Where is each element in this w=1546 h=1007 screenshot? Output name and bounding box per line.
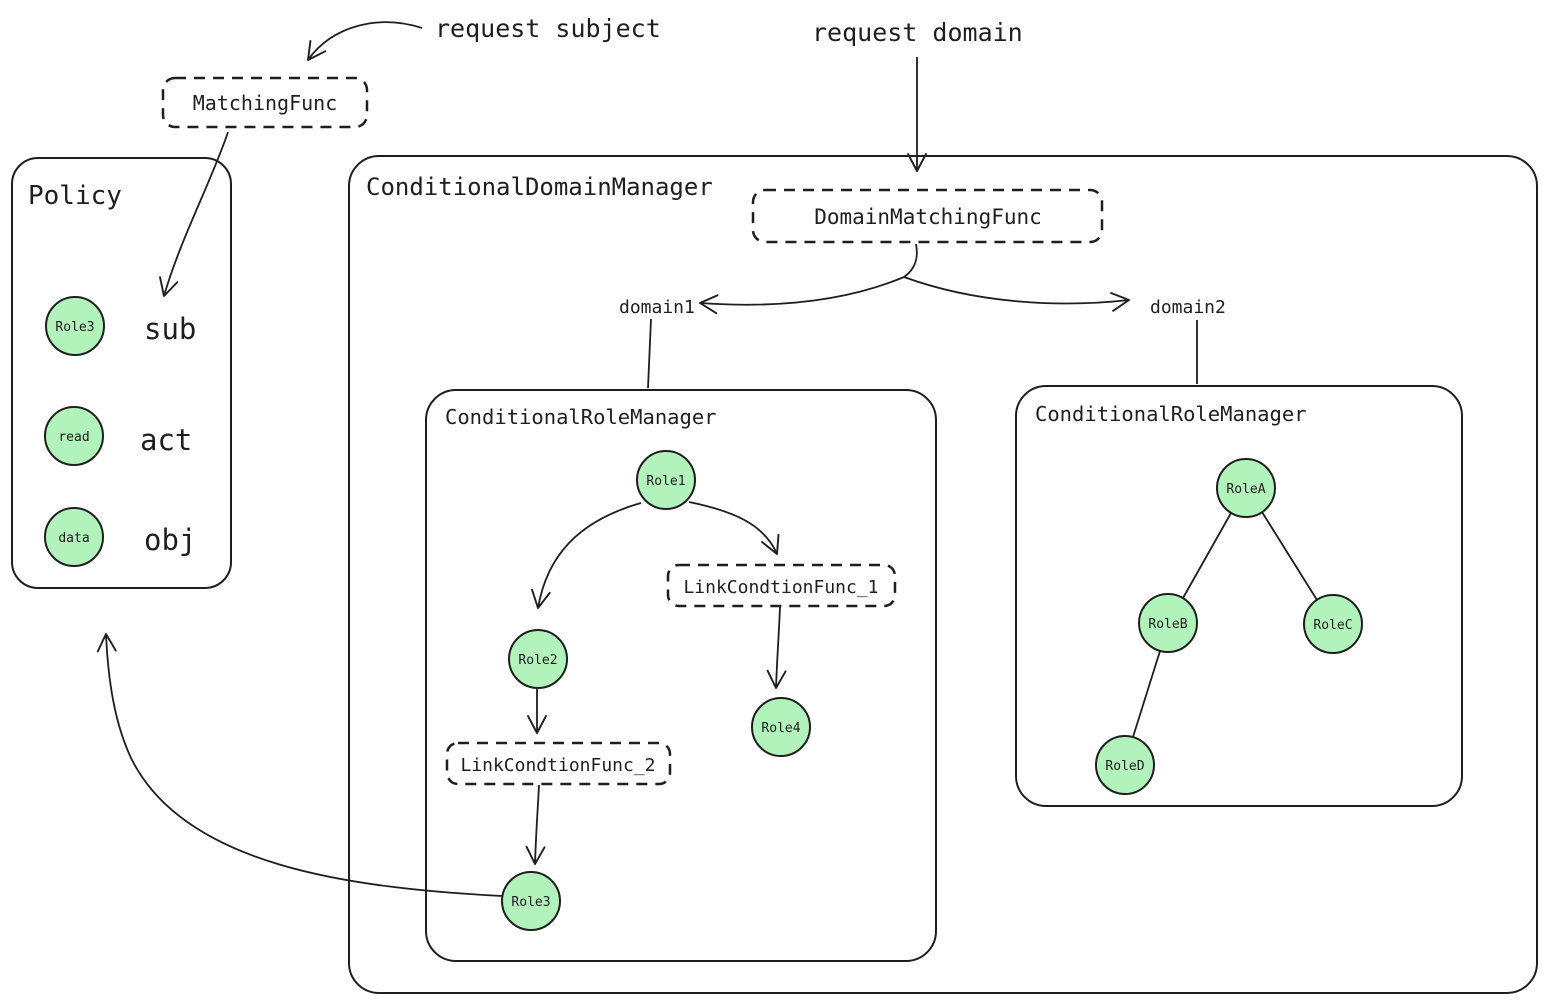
link-condition-func-2-label: LinkCondtionFunc_2: [460, 755, 655, 776]
role-manager-2-title: ConditionalRoleManager: [1035, 402, 1307, 426]
policy-box: [11, 157, 232, 589]
arrow-role1-to-role2: [531, 502, 642, 609]
line-roleA-to-roleB: [1182, 512, 1232, 599]
policy-sub-label: sub: [144, 312, 196, 346]
rm1-node-role3-label: Role3: [511, 895, 550, 910]
link-condition-func-1-box: [666, 563, 897, 608]
rm1-node-role1: Role1: [636, 450, 696, 510]
domain-matching-func-box: [751, 188, 1104, 244]
domain1-label: domain1: [619, 297, 695, 318]
request-subject-label: request subject: [435, 14, 661, 43]
arrow-request-subject-to-matching-func: [307, 21, 423, 61]
rm2-node-roleD-label: RoleD: [1105, 759, 1144, 774]
role-manager-1-title: ConditionalRoleManager: [445, 405, 717, 429]
link-condition-func-2-box: [445, 741, 672, 786]
rm2-node-roleB-label: RoleB: [1148, 617, 1187, 632]
policy-node-role3-label: Role3: [55, 320, 94, 335]
rm1-node-role4: Role4: [751, 697, 811, 757]
arrow-split-to-domain2: [903, 276, 1130, 312]
role-manager-1-box: [425, 389, 937, 962]
rm2-node-roleA: RoleA: [1216, 458, 1276, 518]
domain2-label: domain2: [1150, 297, 1226, 318]
rm1-node-role1-label: Role1: [646, 474, 685, 489]
rm2-node-roleB: RoleB: [1138, 593, 1198, 653]
policy-node-read-label: read: [58, 430, 89, 445]
arrow-matching-func-to-policy-sub: [159, 131, 229, 297]
arrow-link-func-2-to-role3: [525, 784, 546, 865]
conditional-domain-manager-title: ConditionalDomainManager: [366, 173, 713, 201]
policy-node-data-label: data: [58, 531, 89, 546]
rm1-node-role4-label: Role4: [761, 721, 800, 736]
rm2-node-roleD: RoleD: [1095, 735, 1155, 795]
arrow-role3-to-policy: [96, 633, 503, 897]
arrow-split-to-domain1: [699, 276, 905, 315]
matching-func-box: [161, 76, 369, 129]
policy-node-data: data: [44, 507, 104, 567]
line-domain1-to-role-manager-1: [647, 318, 652, 389]
policy-obj-label: obj: [144, 523, 196, 557]
rm1-node-role2: Role2: [508, 629, 568, 689]
arrow-role1-to-link-func-1: [688, 501, 780, 555]
role-manager-2-box: [1015, 385, 1463, 807]
policy-act-label: act: [140, 423, 192, 457]
rm2-node-roleC-label: RoleC: [1313, 618, 1352, 633]
matching-func-label: MatchingFunc: [193, 91, 338, 115]
line-roleA-to-roleC: [1261, 511, 1318, 601]
policy-node-read: read: [44, 406, 104, 466]
split-stem: [903, 243, 918, 278]
rm2-node-roleA-label: RoleA: [1226, 482, 1265, 497]
domain-matching-func-label: DomainMatchingFunc: [814, 205, 1042, 229]
rm1-node-role2-label: Role2: [518, 653, 557, 668]
line-roleB-to-roleD: [1132, 650, 1161, 738]
policy-title: Policy: [28, 181, 122, 211]
rm1-node-role3: Role3: [501, 871, 561, 931]
request-domain-label: request domain: [812, 18, 1023, 47]
policy-node-role3: Role3: [45, 296, 105, 356]
link-condition-func-1-label: LinkCondtionFunc_1: [683, 577, 878, 598]
rm2-node-roleC: RoleC: [1303, 594, 1363, 654]
arrow-link-func-1-to-role4: [766, 606, 787, 689]
